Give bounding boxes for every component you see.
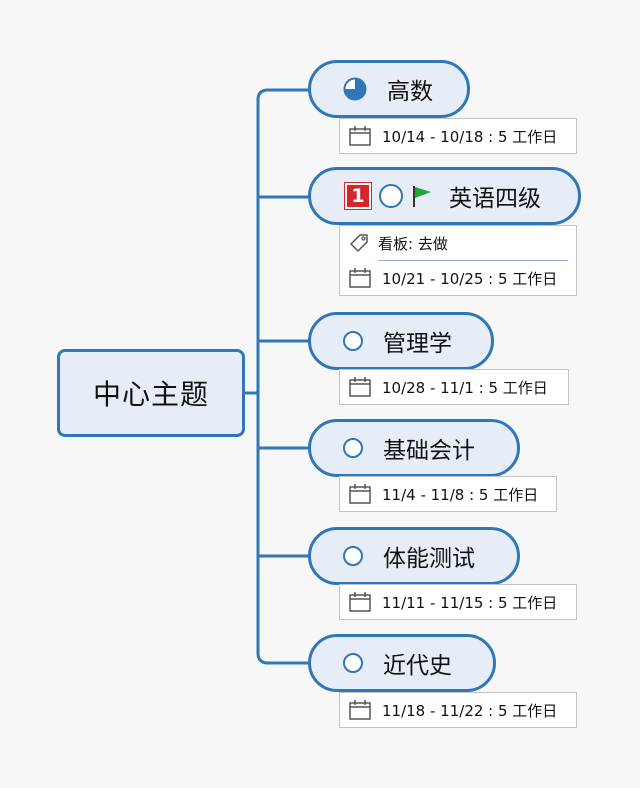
circle-icon	[343, 653, 363, 673]
calendar-icon	[349, 700, 371, 720]
circle-icon	[343, 331, 363, 351]
topic-label: 体能测试	[383, 546, 475, 572]
topic-yingyu[interactable]: 1 英语四级	[308, 167, 581, 225]
calendar-icon	[349, 484, 371, 504]
topic-jindaishi-note: 11/18 - 11/22 : 5 工作日	[339, 692, 577, 728]
topic-tice-note: 11/11 - 11/15 : 5 工作日	[339, 584, 577, 620]
topic-label: 高数	[387, 79, 433, 105]
topic-tice[interactable]: 体能测试	[308, 527, 520, 585]
date-range: 10/21 - 10/25 : 5 工作日	[382, 269, 558, 288]
date-range: 10/28 - 11/1 : 5 工作日	[382, 378, 548, 397]
date-range: 10/14 - 10/18 : 5 工作日	[382, 127, 558, 146]
calendar-icon	[349, 126, 371, 146]
calendar-icon	[349, 377, 371, 397]
topic-guanlixue-note: 10/28 - 11/1 : 5 工作日	[339, 369, 569, 405]
circle-icon	[343, 546, 363, 566]
green-flag-icon	[413, 186, 431, 207]
topic-gaoshu[interactable]: 高数	[308, 60, 470, 118]
note-divider	[378, 260, 568, 261]
central-topic-label: 中心主题	[92, 378, 209, 411]
topic-gaoshu-note: 10/14 - 10/18 : 5 工作日	[339, 118, 577, 154]
tag-icon	[350, 234, 368, 252]
date-range: 11/18 - 11/22 : 5 工作日	[382, 701, 558, 720]
kanban-tag: 看板: 去做	[378, 234, 448, 253]
topic-yingyu-note: 看板: 去做 10/21 - 10/25 : 5 工作日	[339, 225, 577, 296]
date-range: 11/4 - 11/8 : 5 工作日	[382, 485, 539, 504]
topic-label: 管理学	[383, 331, 452, 357]
trunk-connector	[256, 88, 310, 665]
circle-icon	[343, 438, 363, 458]
topic-guanlixue[interactable]: 管理学	[308, 312, 494, 370]
calendar-icon	[349, 592, 371, 612]
circle-icon	[379, 184, 403, 208]
topic-label: 英语四级	[449, 186, 541, 212]
priority-1-icon: 1	[344, 182, 372, 210]
central-topic[interactable]: 中心主题	[57, 349, 245, 437]
quarter-progress-pie-icon	[343, 77, 367, 101]
date-range: 11/11 - 11/15 : 5 工作日	[382, 593, 558, 612]
topic-kuaiji-note: 11/4 - 11/8 : 5 工作日	[339, 476, 557, 512]
topic-kuaiji[interactable]: 基础会计	[308, 419, 520, 477]
topic-label: 基础会计	[383, 438, 475, 464]
topic-label: 近代史	[383, 653, 452, 679]
topic-jindaishi[interactable]: 近代史	[308, 634, 496, 692]
calendar-icon	[349, 268, 371, 288]
